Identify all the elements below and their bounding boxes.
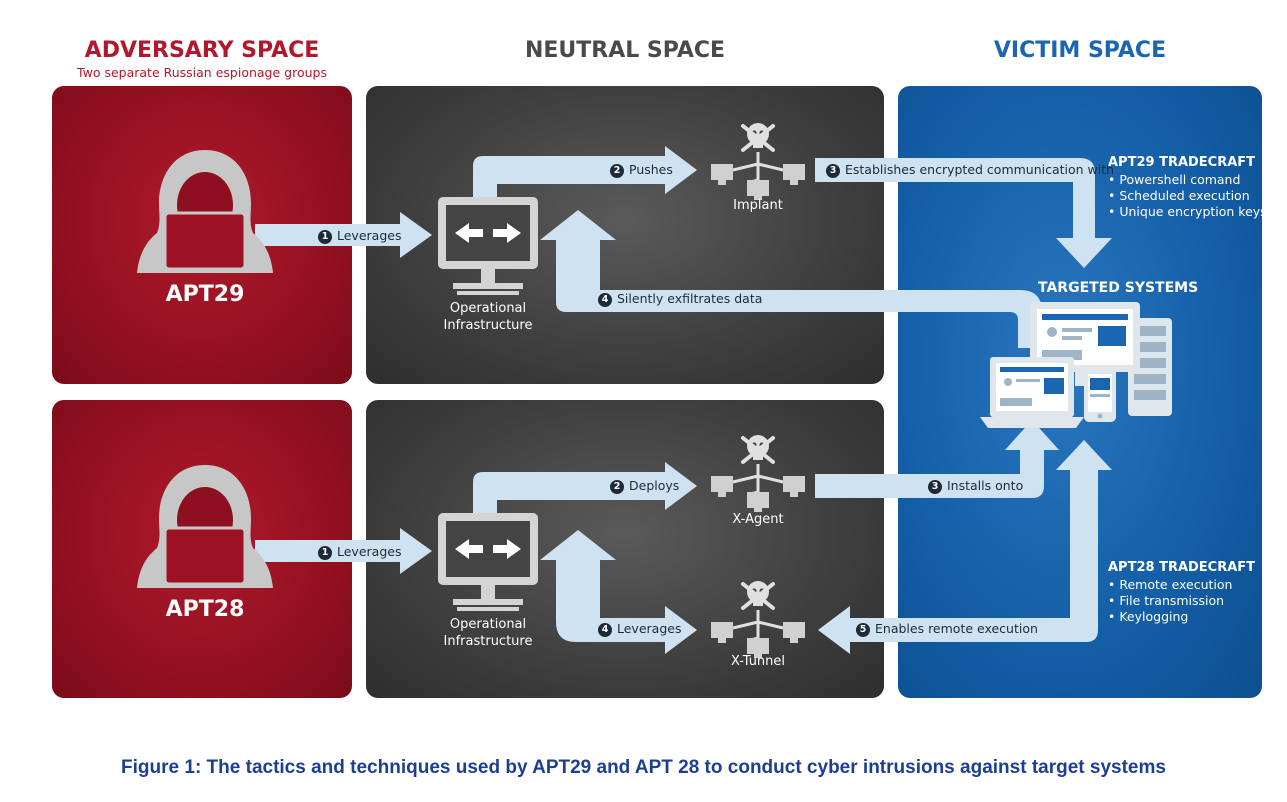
step-text: Deploys <box>629 478 680 493</box>
infra-line2: Infrastructure <box>443 318 533 333</box>
step-text: Installs onto <box>947 478 1024 493</box>
hooded-hacker-icon <box>135 463 275 590</box>
step-number-badge: 4 <box>598 623 612 637</box>
hooded-hacker-icon <box>135 148 275 275</box>
step-text: Pushes <box>629 162 673 177</box>
step-number-badge: 3 <box>826 164 840 178</box>
apt28-leverages-arrow <box>255 528 432 574</box>
figure-caption: Figure 1: The tactics and techniques use… <box>121 757 1166 778</box>
apt29-step1-label: 1 Leverages <box>318 228 401 244</box>
apt29-pushes-arrow <box>473 146 697 198</box>
step-text: Enables remote execution <box>875 621 1038 636</box>
step-text: Leverages <box>337 544 402 559</box>
apt29-tradecraft-list: Powershell comand Scheduled execution Un… <box>1108 172 1267 220</box>
step-text: Silently exfiltrates data <box>617 291 763 306</box>
targeted-systems-devices <box>980 302 1172 428</box>
x-tunnel-label: X-Tunnel <box>730 654 786 669</box>
skull-crossbones-icon <box>709 579 807 658</box>
laptop-icon <box>980 357 1084 428</box>
infra-line1: Operational <box>449 301 527 316</box>
apt29-step3-label: 3 Establishes encrypted communication wit… <box>826 162 1114 178</box>
apt28-infra-label: Operational Infrastructure <box>418 616 558 650</box>
tradecraft-item: Unique encryption keys <box>1108 204 1266 220</box>
phone-icon <box>1084 366 1116 422</box>
x-agent-label: X-Agent <box>732 512 784 527</box>
apt28-remote-exec-arrow <box>818 440 1112 654</box>
tradecraft-item: Scheduled execution <box>1108 188 1267 204</box>
neutral-space-heading: NEUTRAL SPACE <box>524 38 726 63</box>
step-text: Leverages <box>617 621 682 636</box>
apt28-installs-arrow <box>815 420 1059 498</box>
apt28-step3-label: 3 Installs onto <box>928 478 1023 494</box>
apt28-step5-label: 5 Enables remote execution <box>856 621 1038 637</box>
apt29-actor-label: APT29 <box>165 282 245 307</box>
apt28-leverages-tunnel-arrow <box>540 530 697 654</box>
skull-crossbones-icon <box>709 433 807 512</box>
apt29-infra-label: Operational Infrastructure <box>418 300 558 334</box>
apt29-tradecraft-title: APT29 TRADECRAFT <box>1108 155 1256 170</box>
step-number-badge: 1 <box>318 230 332 244</box>
arrows <box>255 146 1112 654</box>
monitor-arrows-icon <box>438 197 538 295</box>
tradecraft-item: File transmission <box>1108 593 1232 609</box>
infra-line1: Operational <box>449 617 527 632</box>
tradecraft-item: Remote execution <box>1108 577 1232 593</box>
victim-space-heading: VICTIM SPACE <box>993 38 1167 63</box>
tradecraft-item: Keylogging <box>1108 609 1232 625</box>
step-number-badge: 1 <box>318 546 332 560</box>
adversary-space-subheading: Two separate Russian espionage groups <box>77 65 327 80</box>
apt28-step4-label: 4 Leverages <box>598 621 681 637</box>
implant-label: Implant <box>733 198 783 213</box>
apt28-tradecraft-list: Remote execution File transmission Keylo… <box>1108 577 1232 625</box>
step-number-badge: 2 <box>610 480 624 494</box>
apt28-actor-label: APT28 <box>165 597 245 622</box>
apt28-deploys-arrow <box>473 462 697 515</box>
apt28-tradecraft-title: APT28 TRADECRAFT <box>1108 560 1256 575</box>
apt29-leverages-arrow <box>255 212 432 258</box>
step-text: Establishes encrypted communication with <box>845 162 1115 177</box>
skull-crossbones-icon <box>709 121 807 200</box>
step-number-badge: 4 <box>598 293 612 307</box>
infra-line2: Infrastructure <box>443 634 533 649</box>
step-text: Leverages <box>337 228 402 243</box>
apt28-step1-label: 1 Leverages <box>318 544 401 560</box>
targeted-systems-label: TARGETED SYSTEMS <box>1038 280 1199 296</box>
adversary-space-heading: ADVERSARY SPACE <box>84 38 320 63</box>
computer-icon <box>1030 302 1140 386</box>
step-number-badge: 5 <box>856 623 870 637</box>
apt29-step4-label: 4 Silently exfiltrates data <box>598 291 762 307</box>
apt28-step2-label: 2 Deploys <box>610 478 679 494</box>
step-number-badge: 2 <box>610 164 624 178</box>
apt29-establishes-arrow <box>815 158 1112 268</box>
step-number-badge: 3 <box>928 480 942 494</box>
apt29-exfiltrates-arrow <box>540 210 1042 348</box>
apt29-step2-label: 2 Pushes <box>610 162 673 178</box>
tradecraft-item: Powershell comand <box>1108 172 1267 188</box>
monitor-arrows-icon <box>438 513 538 611</box>
